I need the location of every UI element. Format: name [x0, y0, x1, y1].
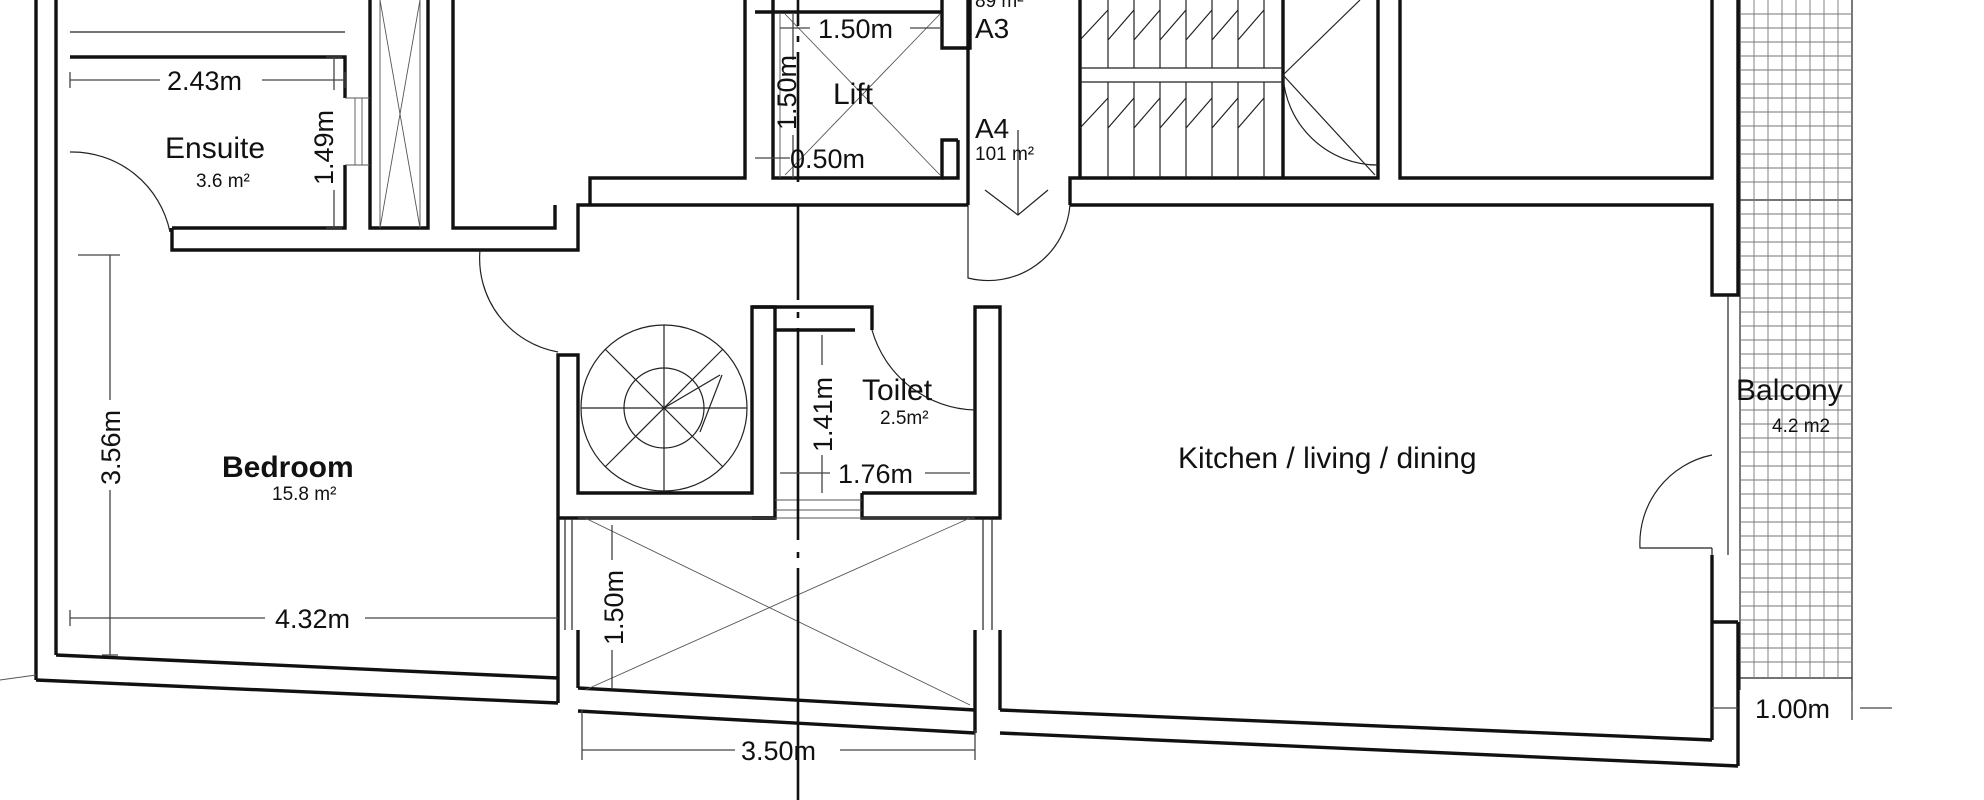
room-name-bedroom: Bedroom — [222, 451, 354, 484]
room-name-balcony: Balcony — [1736, 374, 1843, 407]
dim-bedroom-height: 3.56m — [96, 410, 126, 485]
room-area-balcony: 4.2 m2 — [1772, 416, 1830, 437]
room-area-bedroom: 15.8 m² — [272, 484, 336, 505]
exterior-walls — [0, 0, 1740, 768]
dim-lift-height: 1.50m — [772, 55, 802, 130]
dim-ensuite-width: 2.43m — [167, 66, 242, 96]
dim-toilet-height: 1.41m — [808, 377, 838, 452]
dim-lift-width: 1.50m — [818, 14, 893, 44]
room-labels: Ensuite 3.6 m² Bedroom 15.8 m² Lift Toil… — [165, 78, 1843, 505]
unit-name-a4: A4 — [975, 113, 1009, 144]
room-area-toilet: 2.5m² — [880, 408, 929, 429]
dim-balcony-depth: 1.00m — [1755, 694, 1830, 724]
room-area-ensuite: 3.6 m² — [196, 171, 250, 192]
unit-name-a3: A3 — [975, 13, 1009, 44]
unit-area-a4: 101 m² — [975, 144, 1034, 165]
dim-void-width: 3.50m — [741, 736, 816, 766]
unit-labels: 89 m² A3 A4 101 m² — [975, 0, 1034, 165]
dim-ensuite-height: 1.49m — [309, 110, 339, 185]
balcony-grid — [1739, 0, 1853, 690]
unit-area-a3: 89 m² — [975, 0, 1024, 12]
dimension-labels: 2.43m 1.49m 1.50m 1.50m 0.50m 3.56m 4.32… — [96, 14, 1830, 766]
corridor-walls — [479, 0, 1740, 622]
room-name-lift: Lift — [833, 78, 874, 111]
dim-lift-door: 0.50m — [790, 144, 865, 174]
dim-toilet-width: 1.76m — [838, 459, 913, 489]
dim-void-height: 1.50m — [599, 570, 629, 645]
dim-bedroom-width: 4.32m — [275, 604, 350, 634]
room-name-ensuite: Ensuite — [165, 132, 265, 165]
lift-core — [588, 0, 1714, 282]
void-area — [564, 517, 993, 706]
room-name-toilet: Toilet — [862, 374, 933, 407]
dimension-lines — [69, 14, 1892, 760]
ensuite-walls — [69, 0, 590, 252]
room-name-kitchen: Kitchen / living / dining — [1178, 442, 1477, 475]
